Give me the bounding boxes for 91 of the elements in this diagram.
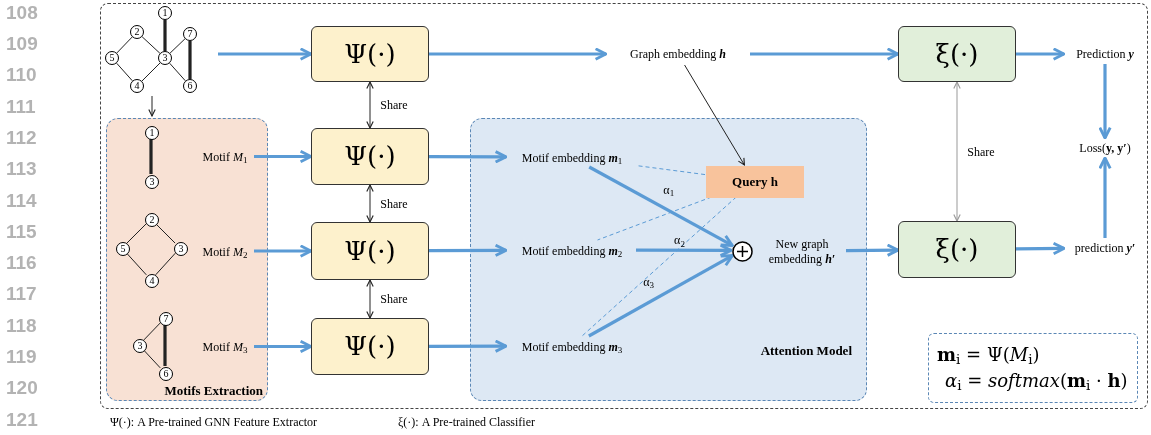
graph-edge-line xyxy=(155,223,176,244)
process-box: ξ(·) xyxy=(898,221,1016,278)
dashed-line xyxy=(635,165,706,176)
text-label: Motif M$_{1}$ xyxy=(195,147,255,168)
edge-label: Share xyxy=(380,291,408,308)
text-label: Motif M$_{2}$ xyxy=(195,242,255,262)
process-box: ξ(·) xyxy=(898,26,1016,82)
graph-edge-line xyxy=(155,252,176,276)
dashed-line xyxy=(581,196,737,337)
graph-edge-line xyxy=(163,20,167,51)
arrow xyxy=(1016,47,1066,61)
text-label: Prediction y xyxy=(1064,44,1146,64)
edge-label: α$_{3}$ xyxy=(643,273,654,291)
line-number: 110 xyxy=(6,64,38,87)
text-label: Loss(y, y′) xyxy=(1064,138,1146,158)
plus-circle xyxy=(732,241,753,262)
arrow xyxy=(429,150,508,164)
group-panel xyxy=(470,118,867,401)
graph-edge-line xyxy=(163,325,167,366)
arrow xyxy=(366,184,374,223)
graph-edge-line xyxy=(116,62,133,82)
graph-edge-line xyxy=(116,36,133,54)
graph-edge-line xyxy=(126,223,147,244)
line-number: 118 xyxy=(6,315,38,337)
arrow xyxy=(636,243,733,258)
group-panel xyxy=(106,118,268,401)
process-box: Ψ(·) xyxy=(311,26,429,82)
footnote: Ψ(·): A Pre-trained GNN Feature Extractor xyxy=(110,414,319,431)
edge-label: Share xyxy=(380,97,408,114)
graph-edge-line xyxy=(141,62,161,82)
arrow xyxy=(1098,156,1112,238)
line-number: 112 xyxy=(6,127,38,150)
graph-edge-line xyxy=(143,349,161,369)
arrow xyxy=(366,81,374,129)
process-box: Ψ(·) xyxy=(311,222,429,280)
graph-drawing xyxy=(131,310,175,382)
text-label: Motif embedding m$_{1}$ xyxy=(507,148,637,168)
line-number: 121 xyxy=(6,408,39,431)
arrow xyxy=(429,339,508,353)
arrow xyxy=(254,244,313,258)
text-label: Motif embedding m$_{2}$ xyxy=(507,241,637,261)
arrow xyxy=(254,149,313,164)
process-box: Ψ(·) xyxy=(311,128,429,185)
arrow xyxy=(588,165,734,247)
arrow xyxy=(1098,64,1112,140)
arrow xyxy=(953,81,961,222)
text-label: Graph embedding h xyxy=(606,43,750,65)
graph-edge-line xyxy=(188,41,192,79)
text-label: Motif embedding m$_{3}$ xyxy=(507,337,637,357)
arrow xyxy=(588,254,734,338)
line-number: 109 xyxy=(6,33,39,56)
arrow xyxy=(684,64,745,166)
line-number: 111 xyxy=(6,95,37,118)
text-label: prediction y′ xyxy=(1064,238,1146,258)
graph-edge-line xyxy=(149,139,153,174)
graph-edge-line xyxy=(141,36,161,54)
graph-edge-line xyxy=(143,322,161,341)
line-number: 115 xyxy=(6,221,38,244)
arrow xyxy=(429,243,508,257)
arrow xyxy=(750,47,900,61)
graph-edge-line xyxy=(169,62,186,82)
arrow xyxy=(148,95,156,117)
panel-title: Attention Model xyxy=(760,341,852,360)
edge-label: α$_{1}$ xyxy=(663,182,675,200)
line-number: 117 xyxy=(6,283,38,306)
arrow xyxy=(1016,241,1066,256)
edge-label: α$_{2}$ xyxy=(674,232,685,250)
edge-label: Share xyxy=(380,195,408,213)
line-number: 108 xyxy=(6,2,39,24)
formula-box xyxy=(928,333,1138,403)
footnote: ξ(·): A Pre-trained Classifier xyxy=(398,414,536,431)
edge-label: Share xyxy=(967,143,995,161)
query-box: Query h xyxy=(706,166,804,198)
arrow xyxy=(429,47,608,61)
text-label: New graph embedding h′ xyxy=(757,234,847,270)
arrow xyxy=(254,339,313,354)
formula: m$_{i}$ = Ψ(M$_{i}$) xyxy=(937,343,1041,366)
arrow xyxy=(846,243,900,257)
panel-title: Motifs Extraction xyxy=(164,381,263,400)
line-number: 113 xyxy=(6,158,38,181)
line-number: 116 xyxy=(6,252,38,275)
formula: α$_{i}$ = softmax(m$_{i}$ · h) xyxy=(944,370,1129,393)
line-number: 119 xyxy=(6,346,38,369)
process-box: Ψ(·) xyxy=(311,318,429,375)
text-label: Motif M$_{3}$ xyxy=(195,337,255,358)
arrow xyxy=(218,47,313,61)
arrow xyxy=(366,279,374,319)
graph-edge-line xyxy=(169,38,186,54)
line-number: 114 xyxy=(6,189,38,212)
graph-edge-line xyxy=(126,252,147,276)
line-number: 120 xyxy=(6,377,39,400)
